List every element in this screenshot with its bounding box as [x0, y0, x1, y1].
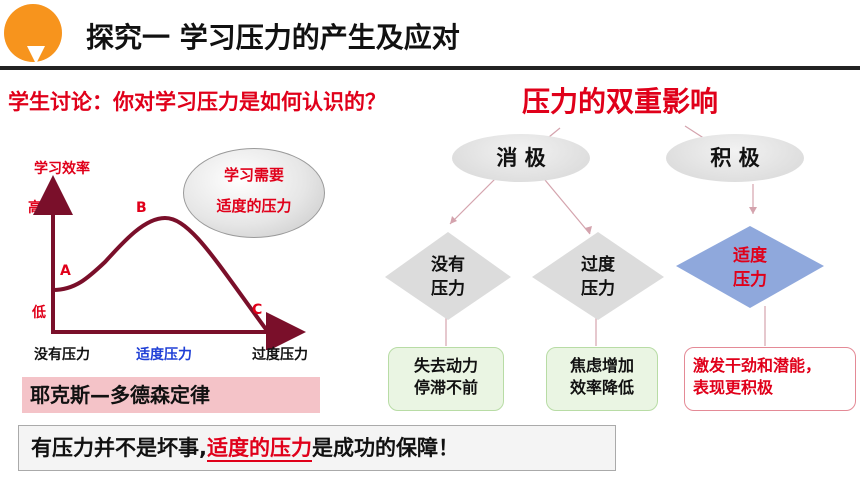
chart-x-label-moderate: 适度压力	[136, 347, 192, 363]
conclusion-part2: 是成功的保障！	[311, 436, 459, 460]
moderate-pressure-bubble: 学习需要 适度的压力	[183, 148, 325, 238]
connector-negative-none	[449, 173, 501, 225]
logo-notch-icon	[27, 46, 45, 64]
positive-ellipse: 积 极	[666, 134, 804, 182]
diagram-connectors	[445, 125, 766, 346]
diamond-no-pressure-line2: 压力	[431, 279, 465, 299]
conclusion-highlight: 适度的压力	[206, 436, 312, 462]
page-title: 探究一 学习压力的产生及应对	[86, 21, 460, 54]
result-excessive-pressure-line2: 效率降低	[569, 378, 634, 397]
diamond-excessive-pressure-line2: 压力	[581, 279, 615, 299]
result-moderate-pressure-line2: 表现更积极	[693, 378, 774, 397]
result-excessive-pressure: 焦虑增加 效率降低	[546, 347, 658, 411]
chart-x-label-excessive: 过度压力	[252, 347, 308, 363]
result-excessive-pressure-line1: 焦虑增加	[569, 356, 634, 375]
conclusion-banner: 有压力并不是坏事,适度的压力是成功的保障！	[18, 425, 616, 471]
result-moderate-pressure: 激发干劲和潜能， 表现更积极	[684, 347, 856, 411]
diamond-moderate-pressure-line1: 适度	[733, 246, 767, 266]
efficiency-curve-chart	[33, 175, 306, 350]
connector-negative-excessive	[539, 173, 591, 235]
diamond-moderate-pressure-line2: 压力	[733, 270, 767, 290]
diamond-excessive-pressure-line1: 过度	[581, 255, 615, 275]
result-no-pressure-line1: 失去动力	[413, 356, 478, 375]
discussion-question: 学生讨论：你对学习压力是如何认识的？	[8, 90, 386, 114]
result-moderate-pressure-line1: 激发干劲和潜能，	[693, 356, 822, 375]
chart-point-a: A	[60, 263, 71, 279]
chart-point-c: C	[252, 302, 263, 318]
conclusion-part1: 有压力并不是坏事,	[31, 436, 207, 460]
diamond-shapes	[385, 226, 824, 320]
result-no-pressure-line2: 停滞不前	[413, 378, 478, 397]
bubble-line-1: 学习需要	[223, 166, 284, 184]
diamond-no-pressure-label: 没有 压力	[388, 253, 508, 301]
diamond-no-pressure	[385, 232, 511, 320]
bubble-line-2: 适度的压力	[216, 197, 292, 215]
chart-y-low: 低	[32, 305, 46, 321]
negative-ellipse: 消 极	[452, 134, 590, 182]
header-divider	[0, 66, 860, 70]
diamond-excessive-pressure-label: 过度 压力	[538, 253, 658, 301]
diagram-title: 压力的双重影响	[522, 85, 719, 118]
result-no-pressure: 失去动力 停滞不前	[388, 347, 504, 411]
chart-point-b: B	[136, 200, 147, 216]
diamond-no-pressure-line1: 没有	[431, 255, 465, 275]
diamond-moderate-pressure-label: 适度 压力	[690, 244, 810, 292]
efficiency-curve	[52, 215, 270, 334]
law-label: 耶克斯—多德森定律	[22, 377, 320, 413]
chart-ylabel: 学习效率	[34, 161, 90, 177]
chart-x-label-none: 没有压力	[34, 347, 90, 363]
diamond-moderate-pressure	[676, 226, 824, 308]
diamond-excessive-pressure	[532, 232, 664, 320]
